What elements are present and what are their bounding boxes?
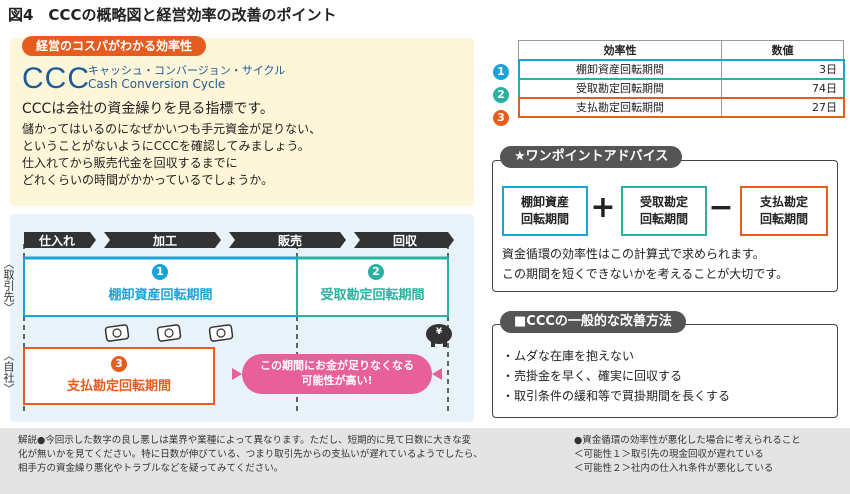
footer-line: 解説●今回示した数字の良し悪しは業界や業種によって異なります。ただし、短期的に見… [18,435,472,446]
stage-label: 仕入れ [38,234,75,248]
flow-diagram [23,232,454,414]
list-item: ・ムダな在庫を抱えない [502,349,635,363]
footer-line: ●資金循環の効率性が悪化した場合に考えられること [574,435,801,446]
period3-number: 3 [111,356,127,372]
bubble-line: この期間にお金が足りなくなる [260,359,414,372]
row-number: 2 [493,87,509,103]
table-header-row: 効率性 数値 [518,40,844,60]
advice-notes: 資金循環の効率性はこの計算式で求められます。 この期間を短くできないかを考えるこ… [502,244,788,284]
efficiency-table: 効率性 数値 棚卸資産回転期間 3日 受取勘定回転期間 74日 支払勘定回転期間… [517,40,845,118]
table-cell-label: 支払勘定回転期間 [518,97,722,117]
term-line: 受取勘定 [639,195,688,209]
table-cell-value: 74日 [721,78,844,98]
ccc-lead: CCCは会社の資金繰りを見る指標です。 [22,101,274,117]
yen-symbol: ¥ [435,327,443,337]
side-label-company-text: 〈自社〉 [2,350,15,394]
row-number: 3 [493,110,509,126]
improve-heading: ■CCCの一般的な改善方法 [500,311,686,333]
period2-number: 2 [368,264,384,280]
stage-arrow [229,232,346,248]
footer-line: 相手方の資金繰り悪化やトラブルなどを疑ってみてください。 [18,463,284,474]
advice-note: 資金循環の効率性はこの計算式で求められます。 [502,247,765,261]
list-item: ・取引条件の緩和等で買掛期間を長くする [502,389,731,403]
bubble-text: この期間にお金が足りなくなる 可能性が高い! [242,358,432,388]
figure-title: 図4 CCCの概略図と経営効率の改善のポイント [8,6,337,24]
footer-causes: ●資金循環の効率性が悪化した場合に考えられること ＜可能性１＞取引先の現金回収が… [574,434,801,476]
table-row: 受取勘定回転期間 74日 [517,77,845,99]
advice-heading: ★ワンポイントアドバイス [500,146,683,168]
footer-line: ＜可能性２＞社内の仕入れ条件が悪化している [574,463,774,474]
stage-label: 販売 [277,234,302,248]
footer-line: 化が無いかを見てください。特に日数が伸びている、つまり取引先からの支払いが遅れて… [18,449,483,460]
table-row: 棚卸資産回転期間 3日 [517,58,845,80]
header-cell: 数値 [721,40,844,60]
ccc-body: 儲かってはいるのになぜかいつも手元資金が足りない、 ということがないようにCCC… [22,121,321,189]
ccc-body-line: ということがないようにCCCを確認してみましょう。 [22,139,310,153]
stage-label: 回収 [392,234,417,248]
advice-note: この期間を短くできないかを考えることが大切です。 [502,267,789,281]
intro-badge: 経営のコスパがわかる効率性 [22,36,207,56]
period1-label: 棚卸資産回転期間 [108,288,213,303]
term-line: 回転期間 [639,212,688,226]
table-cell-label: 棚卸資産回転期間 [518,59,722,79]
money-icon [156,324,182,342]
stage-arrow [24,232,96,248]
table-cell-value: 27日 [721,97,844,117]
stage-arrow [354,232,454,248]
money-icon [208,324,234,342]
warning-bubble [242,354,432,394]
table-row: 支払勘定回転期間 27日 [517,96,845,118]
ccc-english: Cash Conversion Cycle [88,77,226,91]
minus-sign: − [708,190,734,225]
ccc-body-line: 仕入れてから販売代金を回収するまでに [22,156,238,170]
header-cell: 効率性 [518,40,722,60]
term-payable: 支払勘定 回転期間 [740,186,828,236]
stage-label: 加工 [152,234,177,248]
table-cell-value: 3日 [721,59,844,79]
plus-sign: + [590,190,616,225]
term-receivable: 受取勘定 回転期間 [621,186,707,236]
table-cell-label: 受取勘定回転期間 [518,78,722,98]
ccc-body-line: どれくらいの時間がかかっているでしょうか。 [22,173,274,187]
list-item: ・売掛金を早く、確実に回収する [502,369,683,383]
bubble-line: 可能性が高い! [301,374,373,387]
term-inventory: 棚卸資産 回転期間 [502,186,588,236]
money-icon [104,324,130,342]
row-number: 1 [493,64,509,80]
ccc-kana: キャッシュ・コンバージョン・サイクル [88,64,286,77]
term-line: 回転期間 [759,212,808,226]
ccc-body-line: 儲かってはいるのになぜかいつも手元資金が足りない、 [22,122,322,136]
stage-arrow [104,232,221,248]
footer [0,428,850,494]
term-line: 棚卸資産 [520,195,569,209]
footer-explanation: 解説●今回示した数字の良し悪しは業界や業種によって異なります。ただし、短期的に見… [18,434,483,476]
piggy-bank-icon [426,324,452,347]
term-line: 支払勘定 [759,195,808,209]
side-label-partner-text: 〈取引先〉 [2,258,15,313]
intro-panel [10,38,474,206]
period2-label: 受取勘定回転期間 [320,288,425,303]
term-line: 回転期間 [520,212,569,226]
ccc-abbreviation: CCC [22,62,90,95]
period1-number: 1 [152,264,168,280]
period3-label: 支払勘定回転期間 [66,379,171,394]
footer-line: ＜可能性１＞取引先の現金回収が遅れている [574,449,764,460]
improve-list: ・ムダな在庫を抱えない ・売掛金を早く、確実に回収する ・取引条件の緩和等で買掛… [502,346,730,406]
side-label-partner: 〈取引先〉 [2,258,15,316]
side-label-company: 〈自社〉 [2,350,15,397]
